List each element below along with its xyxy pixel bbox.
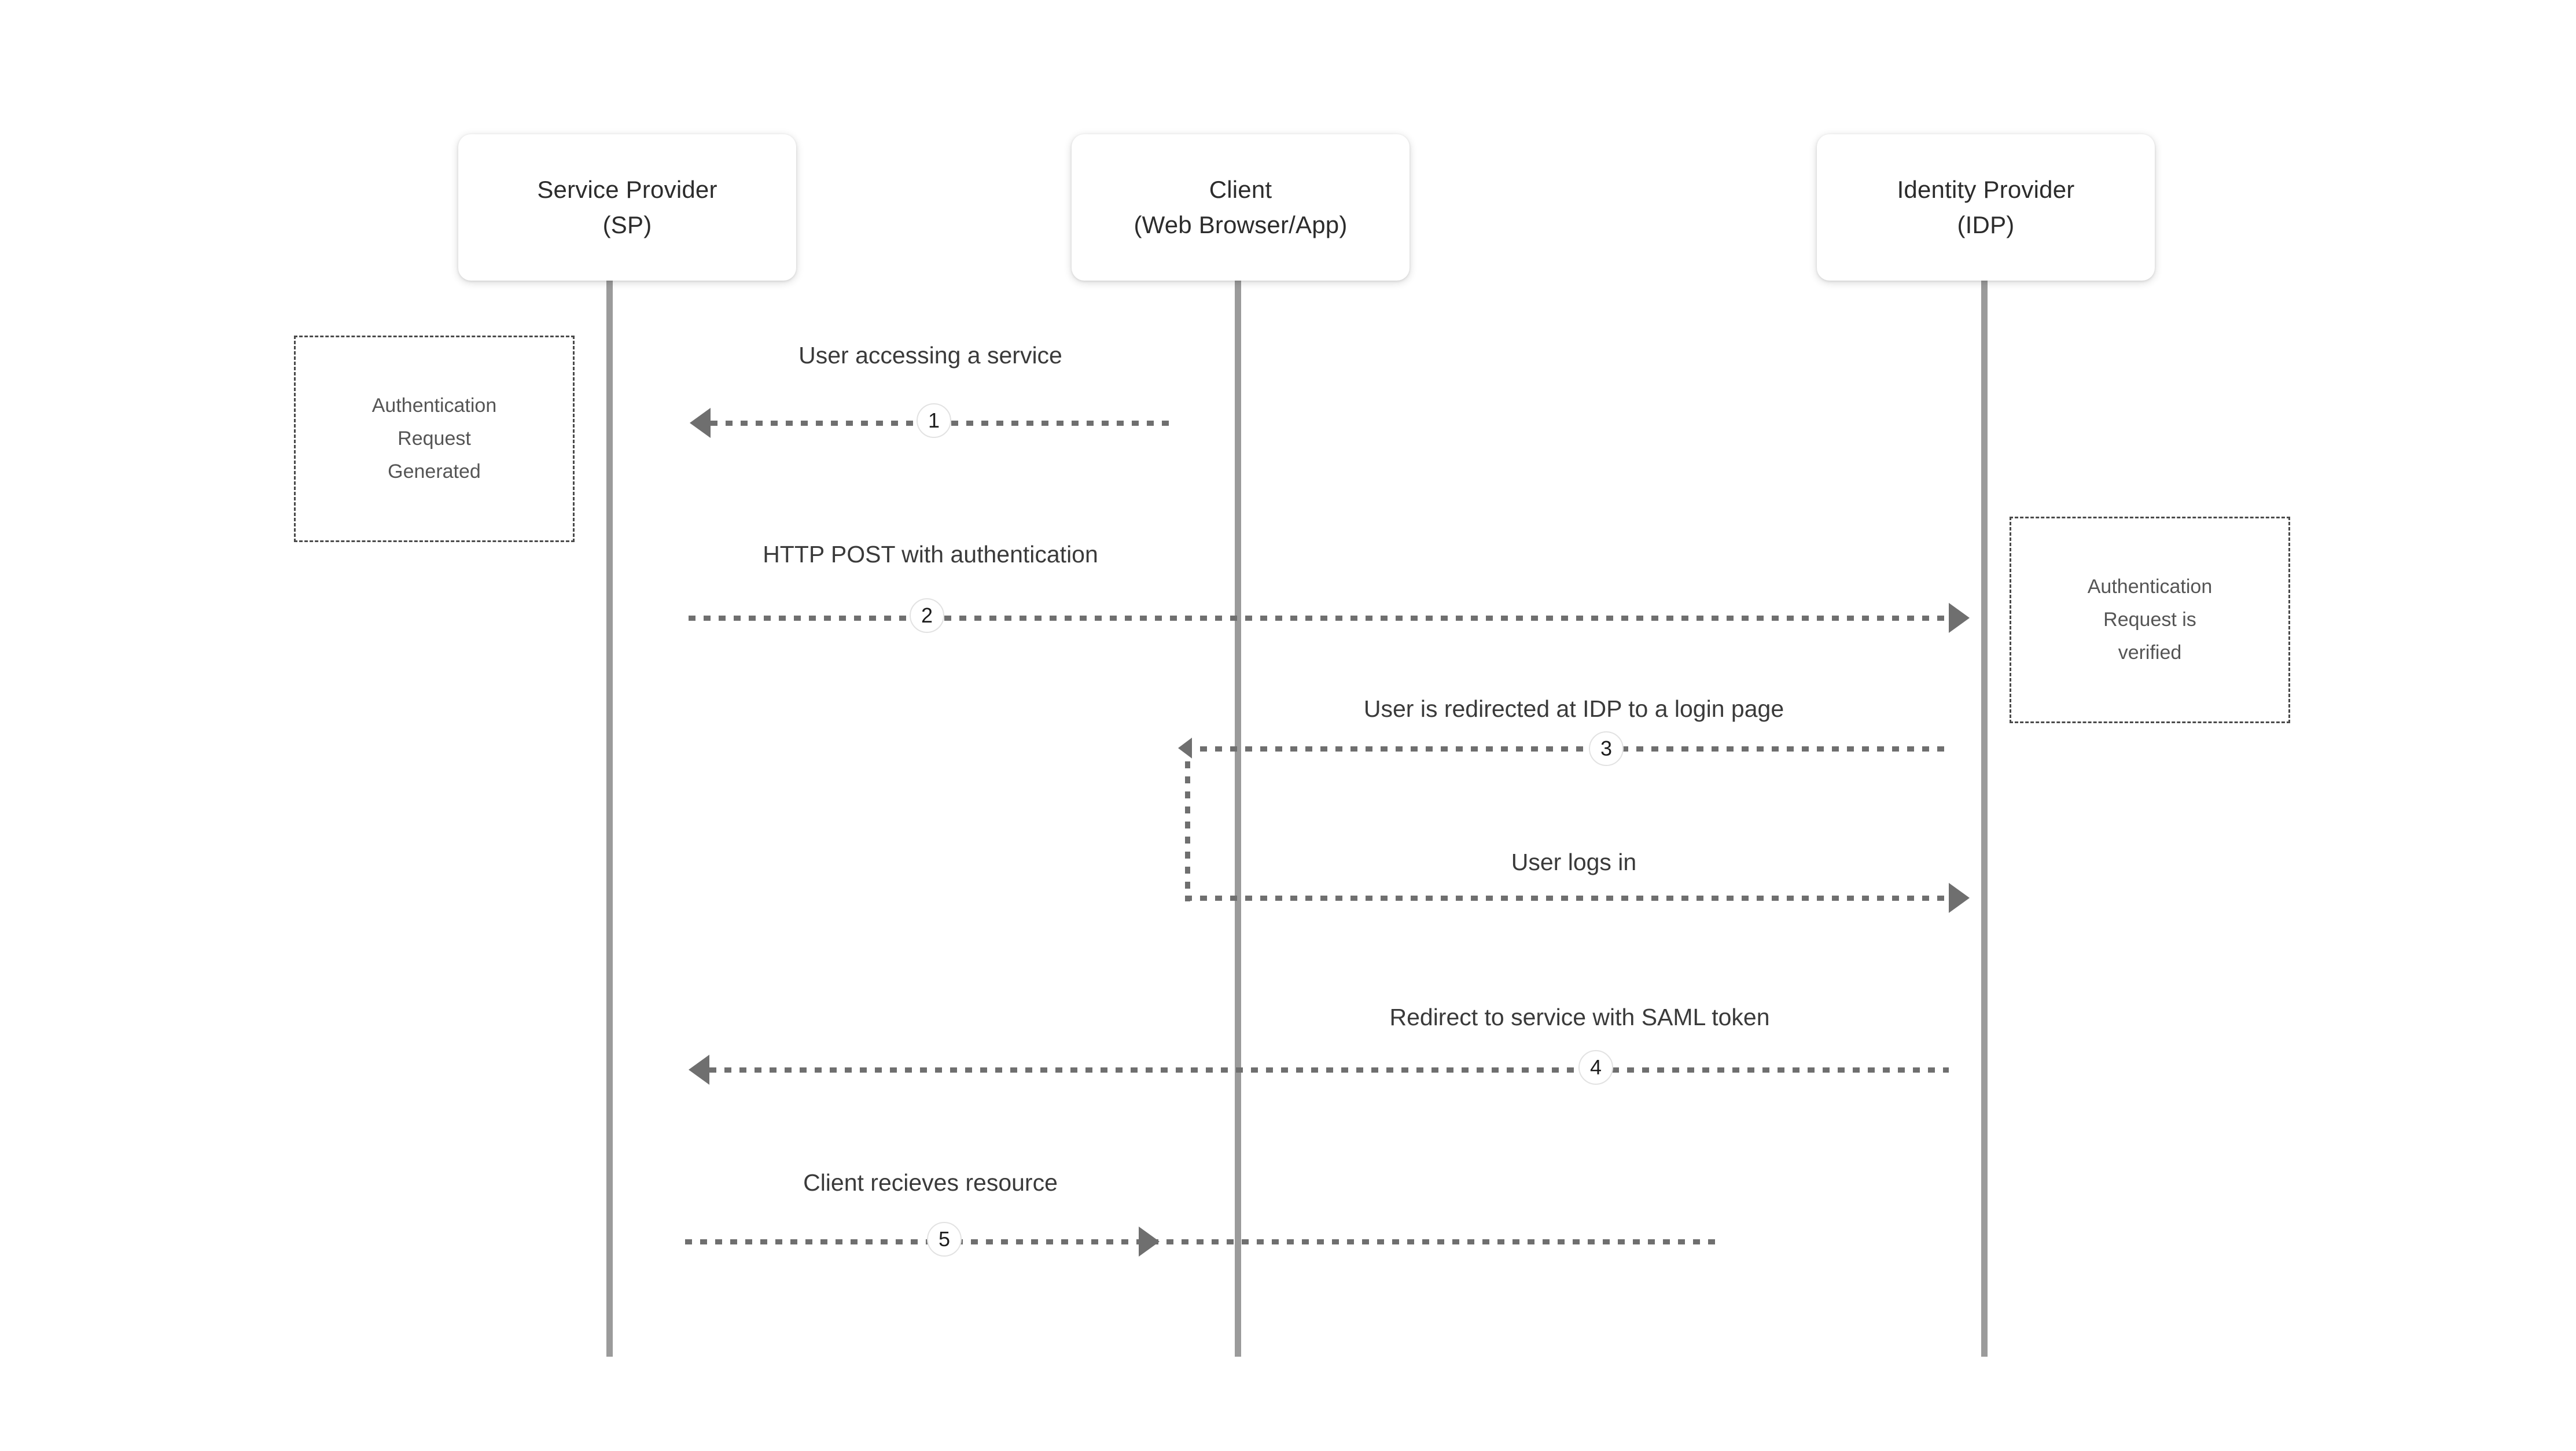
message-user-logs-in-arrowhead-icon: [1949, 883, 1970, 913]
note-right-line3: verified: [2118, 642, 2182, 664]
lifeline-client: [1235, 281, 1241, 1357]
message-5-line-right: [685, 1239, 1139, 1244]
note-authentication-request-verified: Authentication Request is verified: [2010, 517, 2290, 723]
message-3-to-4-connector: [1185, 746, 1190, 901]
message-5-label: Client recieves resource: [803, 1169, 1058, 1196]
message-user-logs-in-line: [1185, 896, 1949, 901]
message-2-line: [689, 616, 1949, 621]
message-5-line: [685, 1239, 1718, 1244]
message-user-logs-in-label: User logs in: [1511, 849, 1637, 875]
message-3-label: User is redirected at IDP to a login pag…: [1363, 695, 1784, 722]
participant-service-provider-line2: (SP): [602, 211, 652, 238]
lifeline-service-provider: [606, 281, 613, 1357]
participant-identity-provider-line1: Identity Provider: [1897, 175, 2075, 203]
participant-service-provider[interactable]: Service Provider (SP): [458, 134, 796, 281]
message-5-arrowhead-icon: [1139, 1227, 1160, 1257]
lifeline-identity-provider: [1981, 281, 1988, 1357]
message-3-line: [1185, 746, 1949, 752]
message-1-arrowhead-icon: [690, 408, 711, 438]
participant-identity-provider[interactable]: Identity Provider (IDP): [1817, 134, 2155, 281]
note-right-line1: Authentication: [2087, 575, 2213, 598]
participant-identity-provider-line2: (IDP): [1957, 211, 2015, 238]
participant-client-line1: Client: [1209, 175, 1272, 203]
message-1-label: User accessing a service: [798, 342, 1062, 369]
message-4-label: Redirect to service with SAML token: [1389, 1004, 1770, 1030]
message-3-sequence-badge: 3: [1589, 731, 1624, 766]
message-2-arrowhead-icon: [1949, 603, 1970, 633]
note-left-line3: Generated: [388, 461, 481, 483]
message-4-sequence-badge: 4: [1578, 1050, 1613, 1085]
participant-client[interactable]: Client (Web Browser/App): [1072, 134, 1410, 281]
message-5-sequence-badge: 5: [927, 1222, 962, 1257]
participant-client-line2: (Web Browser/App): [1134, 211, 1348, 238]
message-4-line: [709, 1067, 1949, 1073]
note-left-line1: Authentication: [371, 394, 497, 417]
message-2-sequence-badge: 2: [910, 598, 944, 633]
message-2-label: HTTP POST with authentication: [763, 541, 1098, 568]
note-right-line2: Request is: [2103, 608, 2196, 631]
message-4-arrowhead-icon: [689, 1055, 709, 1085]
note-authentication-request-generated: Authentication Request Generated: [294, 336, 575, 542]
participant-service-provider-line1: Service Provider: [537, 175, 717, 203]
message-1-sequence-badge: 1: [917, 403, 951, 438]
note-left-line2: Request: [398, 427, 471, 450]
